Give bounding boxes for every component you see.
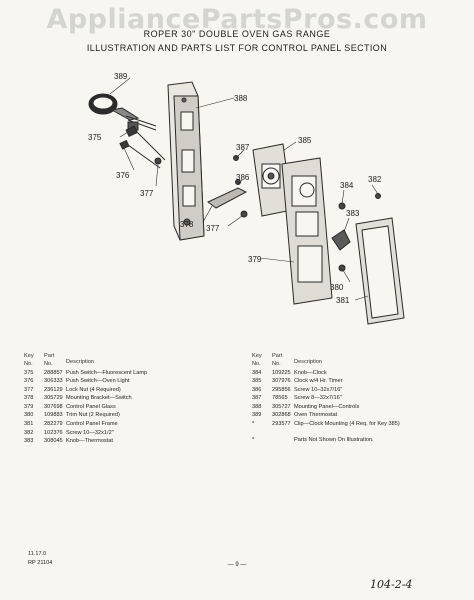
callout-389: 389 (114, 72, 128, 81)
callout-387: 387 (236, 143, 250, 152)
callout-383: 383 (346, 209, 360, 218)
callout-377b: 377 (206, 224, 220, 233)
header-part-no: No. (272, 361, 281, 367)
callout-382: 382 (368, 175, 382, 184)
header-part: Part (44, 353, 55, 359)
callout-379: 379 (248, 255, 262, 264)
callout-377: 377 (140, 189, 154, 198)
header-key-no: No. (24, 361, 33, 367)
mounting-bracket-part (207, 155, 248, 218)
callout-385: 385 (298, 136, 312, 145)
callout-386: 386 (236, 173, 250, 182)
watermark: AppliancePartsPros.com (46, 4, 428, 35)
callout-375: 375 (88, 133, 102, 142)
header-key-no: No. (252, 361, 261, 367)
callout-381: 381 (336, 296, 350, 305)
header-part: Part (272, 353, 283, 359)
control-panel-glass-part (281, 157, 333, 305)
header-key: Key (24, 353, 34, 359)
header-part-no: No. (44, 361, 53, 367)
footnote-symbol: * (252, 437, 255, 444)
footer-date-code: 11.17.0 (28, 551, 47, 557)
exploded-parts-diagram: 389 388 375 376 377 387 386 385 378 377 … (88, 72, 405, 325)
header-description: Description (66, 359, 94, 365)
push-switch-parts (119, 125, 166, 169)
callout-378: 378 (180, 220, 194, 229)
page-number: — 9 — (227, 562, 247, 568)
mounting-panel-part (167, 81, 205, 241)
document-title: ROPER 30" DOUBLE OVEN GAS RANGE (143, 29, 331, 39)
footer-form-code: RP 21104 (28, 560, 53, 566)
callout-376: 376 (116, 171, 130, 180)
clock-part (252, 143, 293, 217)
footnote: * Parts Not Shown On Illustration. (252, 438, 467, 444)
header-description: Description (294, 359, 322, 365)
callout-388: 388 (234, 94, 248, 103)
handwritten-note: 104-2-4 (370, 578, 413, 591)
oven-thermostat-part (88, 93, 157, 131)
document-subtitle: ILLUSTRATION AND PARTS LIST FOR CONTROL … (86, 43, 388, 53)
knobs-parts (331, 193, 381, 272)
leader-lines (109, 77, 379, 301)
callout-380: 380 (330, 283, 344, 292)
control-panel-frame-part (355, 217, 405, 325)
footnote-text: Parts Not Shown On Illustration. (294, 437, 374, 444)
header-key: Key (252, 353, 262, 359)
callout-384: 384 (340, 181, 354, 190)
